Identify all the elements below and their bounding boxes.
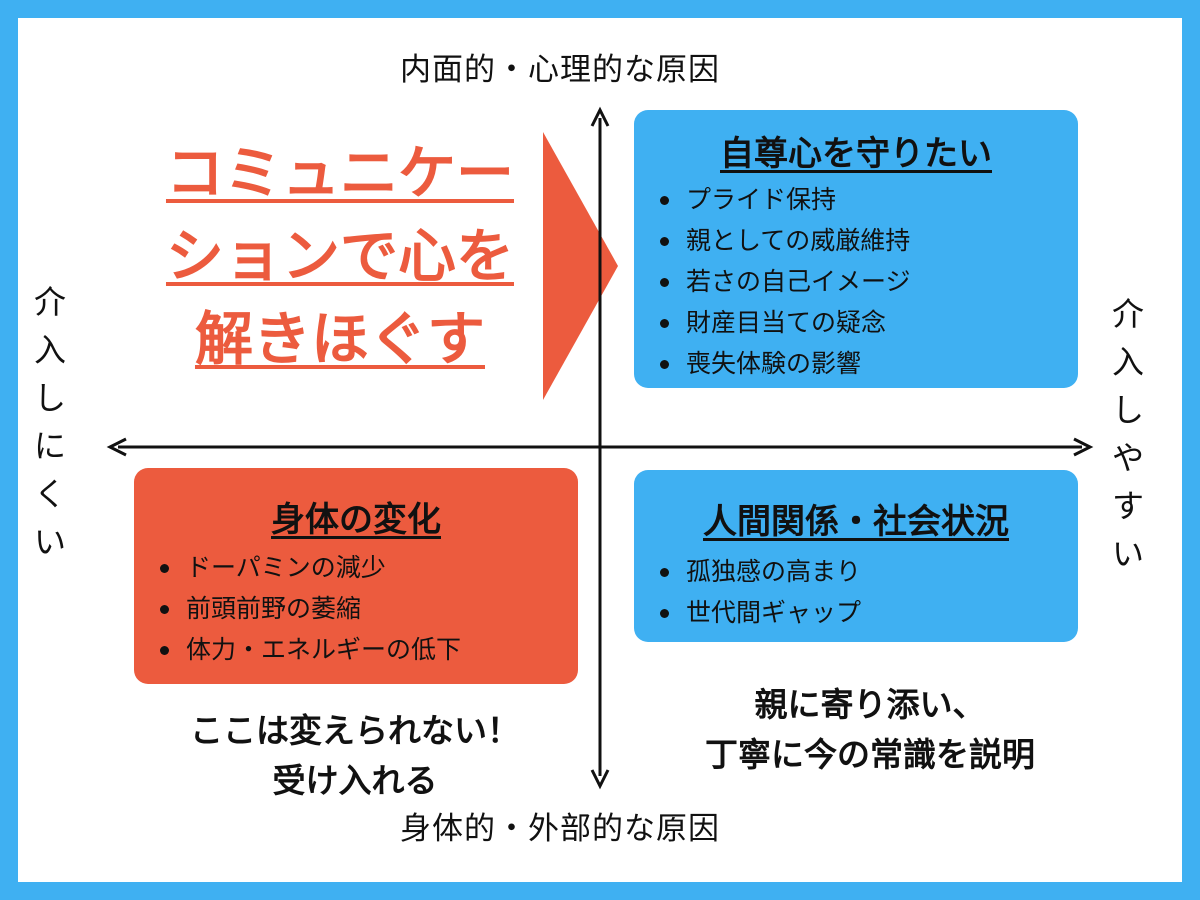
- axis-label-left-char: に: [34, 427, 67, 465]
- quadrant-title: 人間関係・社会状況: [703, 502, 1009, 542]
- axis-label-right-char: や: [1112, 439, 1145, 477]
- axis-label-top: 内面的・心理的な原因: [400, 52, 720, 88]
- list-item: 世代間ギャップ: [652, 592, 1078, 633]
- quadrant-title: 自尊心を守りたい: [720, 134, 992, 174]
- pointer-arrow: [543, 132, 618, 400]
- list-item: 体力・エネルギーの低下: [152, 629, 578, 670]
- axis-label-left-char: く: [34, 475, 67, 513]
- quadrant-bottom-right: 人間関係・社会状況 孤独感の高まり 世代間ギャップ: [634, 470, 1078, 642]
- note-line: 受け入れる: [272, 761, 438, 800]
- quadrant-list: プライド保持 親としての威厳維持 若さの自己イメージ 財産目当ての疑念 喪失体験…: [634, 179, 1078, 384]
- axis-label-left-char: い: [34, 523, 67, 561]
- note-line: ここは変えられない！: [190, 711, 520, 750]
- axis-label-left-char: し: [34, 379, 67, 417]
- list-item: 親としての威厳維持: [652, 220, 1078, 261]
- axis-label-left-char: 入: [34, 331, 67, 369]
- axis-label-left-char: 介: [34, 283, 67, 321]
- headline-line: ションで心を: [165, 222, 514, 290]
- note-line: 丁寧に今の常識を説明: [705, 735, 1035, 774]
- quadrant-bottom-left: 身体の変化 ドーパミンの減少 前頭前野の萎縮 体力・エネルギーの低下: [134, 468, 578, 684]
- axis-label-right-char: い: [1112, 535, 1145, 573]
- note-line: 親に寄り添い、: [754, 685, 986, 724]
- quadrant-top-right: 自尊心を守りたい プライド保持 親としての威厳維持 若さの自己イメージ 財産目当…: [634, 110, 1078, 388]
- quadrant-title: 身体の変化: [271, 500, 441, 540]
- axis-label-right-char: 入: [1112, 343, 1145, 381]
- headline-line: コミュニケー: [165, 139, 514, 207]
- axis-label-left: 介 入 し に く い: [34, 278, 66, 566]
- list-item: 孤独感の高まり: [652, 551, 1078, 592]
- note-right: 親に寄り添い、 丁寧に今の常識を説明: [650, 680, 1090, 780]
- note-left: ここは変えられない！ 受け入れる: [150, 706, 560, 806]
- vertical-axis-arrowhead-bottom: [590, 769, 610, 790]
- axis-label-bottom: 身体的・外部的な原因: [400, 811, 720, 847]
- axis-label-right-char: す: [1112, 487, 1145, 525]
- list-item: 前頭前野の萎縮: [152, 588, 578, 629]
- list-item: 喪失体験の影響: [652, 343, 1078, 384]
- list-item: プライド保持: [652, 179, 1078, 220]
- headline: コミュニケー ションで心を 解きほぐす: [150, 132, 530, 381]
- horizontal-axis-arrowhead-left: [106, 437, 127, 457]
- list-item: ドーパミンの減少: [152, 547, 578, 588]
- axis-label-right-char: 介: [1112, 295, 1145, 333]
- axis-label-right: 介 入 し や す い: [1112, 290, 1144, 578]
- quadrant-list: ドーパミンの減少 前頭前野の萎縮 体力・エネルギーの低下: [134, 547, 578, 670]
- vertical-axis-arrowhead-top: [590, 106, 610, 127]
- horizontal-axis-arrowhead-right: [1073, 437, 1094, 457]
- quadrant-list: 孤独感の高まり 世代間ギャップ: [634, 551, 1078, 633]
- axis-label-right-char: し: [1112, 391, 1145, 429]
- list-item: 若さの自己イメージ: [652, 261, 1078, 302]
- list-item: 財産目当ての疑念: [652, 302, 1078, 343]
- headline-line: 解きほぐす: [194, 305, 485, 373]
